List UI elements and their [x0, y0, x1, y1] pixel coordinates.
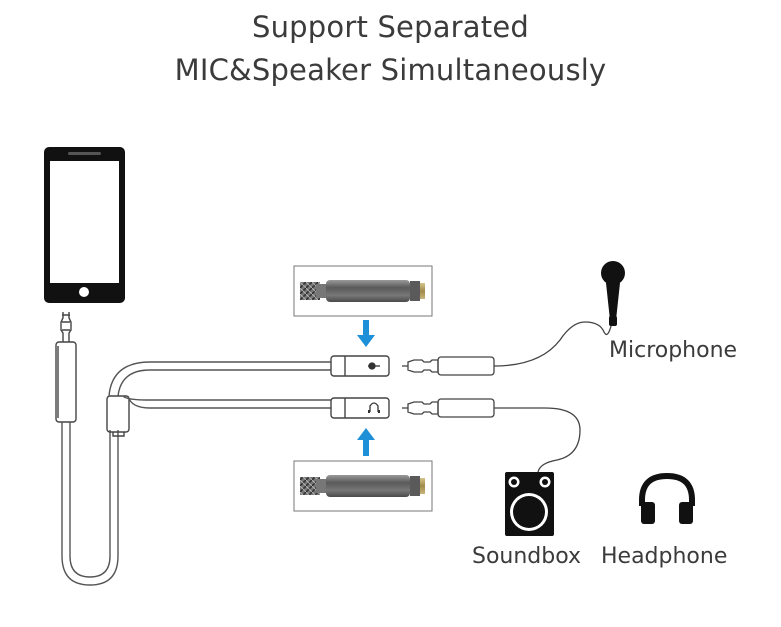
- microphone-port-icon: [368, 362, 380, 370]
- mic-jack: [330, 355, 390, 377]
- smartphone-icon: [44, 147, 125, 303]
- arrow-down-icon: [357, 320, 375, 347]
- lower-adapter-inset: [293, 460, 433, 512]
- title-line-2: MIC&Speaker Simultaneously: [174, 53, 607, 87]
- headphone-port-icon: [368, 402, 380, 413]
- soundbox-label: Soundbox: [472, 544, 582, 569]
- headphone-jack: [330, 397, 390, 419]
- upper-adapter-inset: [293, 265, 433, 317]
- arrow-up-icon: [357, 428, 375, 456]
- speaker-icon: [505, 472, 554, 536]
- speaker-plug: [402, 398, 581, 473]
- main-trrs-plug: [55, 312, 77, 423]
- title-line-1: Support Separated: [251, 10, 529, 44]
- split-cables: [108, 361, 331, 409]
- mic-plug: [402, 321, 613, 376]
- microphone-label: Microphone: [609, 338, 738, 363]
- cable: [61, 422, 119, 586]
- headphone-icon: [639, 472, 695, 524]
- microphone-icon: [601, 261, 625, 326]
- headphone-label: Headphone: [601, 544, 728, 569]
